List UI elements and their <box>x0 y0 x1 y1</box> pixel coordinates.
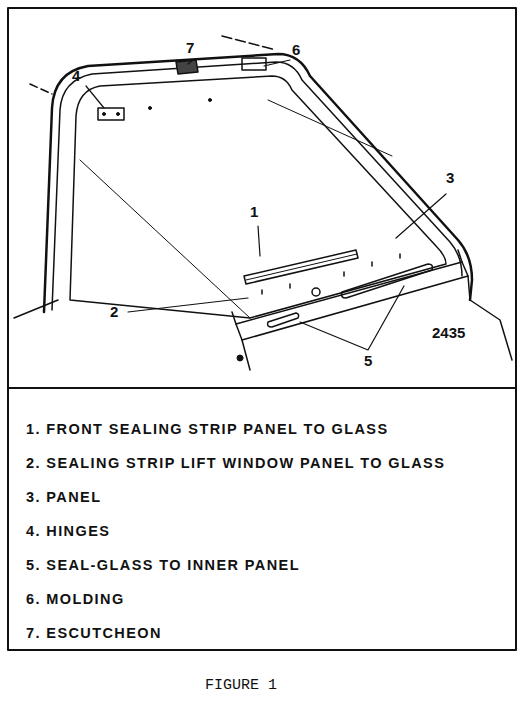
key-entry: 7. ESCUTCHEON <box>26 622 528 645</box>
glass-reflection <box>80 160 250 318</box>
callout-number: 6 <box>292 42 300 57</box>
seal-glass-to-inner-panel <box>268 313 299 327</box>
front-sealing-strip <box>246 254 357 280</box>
caption: FIGURE 1 <box>205 678 277 693</box>
molding <box>52 62 462 310</box>
divider <box>8 387 516 389</box>
key-entry: 2. SEALING STRIP LIFT WINDOW PANEL TO GL… <box>26 452 520 475</box>
molding <box>44 54 472 312</box>
hinge <box>242 58 266 70</box>
callout-number: 2 <box>110 304 118 319</box>
callout-number: 1 <box>250 204 258 219</box>
leader-line <box>128 298 248 312</box>
body-line <box>470 300 512 360</box>
screw <box>312 288 320 296</box>
leader-line <box>86 86 104 108</box>
key-entry: 6. MOLDING <box>26 588 528 611</box>
hinge <box>98 108 124 120</box>
callout-number: 7 <box>186 40 194 55</box>
front-sealing-strip <box>244 250 358 284</box>
leader-line <box>258 226 260 256</box>
key-entry: 5. SEAL-GLASS TO INNER PANEL <box>26 554 528 577</box>
panel <box>232 250 462 324</box>
callout-number: 5 <box>364 353 372 368</box>
center-line <box>222 36 276 50</box>
glass-reflection <box>268 100 392 156</box>
escutcheon <box>176 60 198 74</box>
leader-line <box>396 194 446 238</box>
key-entry: 1. FRONT SEALING STRIP PANEL TO GLASS <box>26 418 528 441</box>
leader-line <box>300 286 404 350</box>
key-entry: 4. HINGES <box>26 520 528 543</box>
key-entry: 3. PANEL <box>26 486 528 509</box>
leader-line <box>264 60 290 66</box>
panel <box>242 276 470 370</box>
leader-line <box>188 60 193 64</box>
screw <box>237 355 243 361</box>
callout-number: 4 <box>72 68 80 83</box>
figure-number: 2435 <box>432 325 465 340</box>
figure-frame <box>8 8 516 650</box>
seal-glass-to-inner-panel <box>342 264 433 298</box>
center-line <box>30 84 52 94</box>
fastener <box>262 254 400 294</box>
callout-number: 3 <box>446 170 454 185</box>
